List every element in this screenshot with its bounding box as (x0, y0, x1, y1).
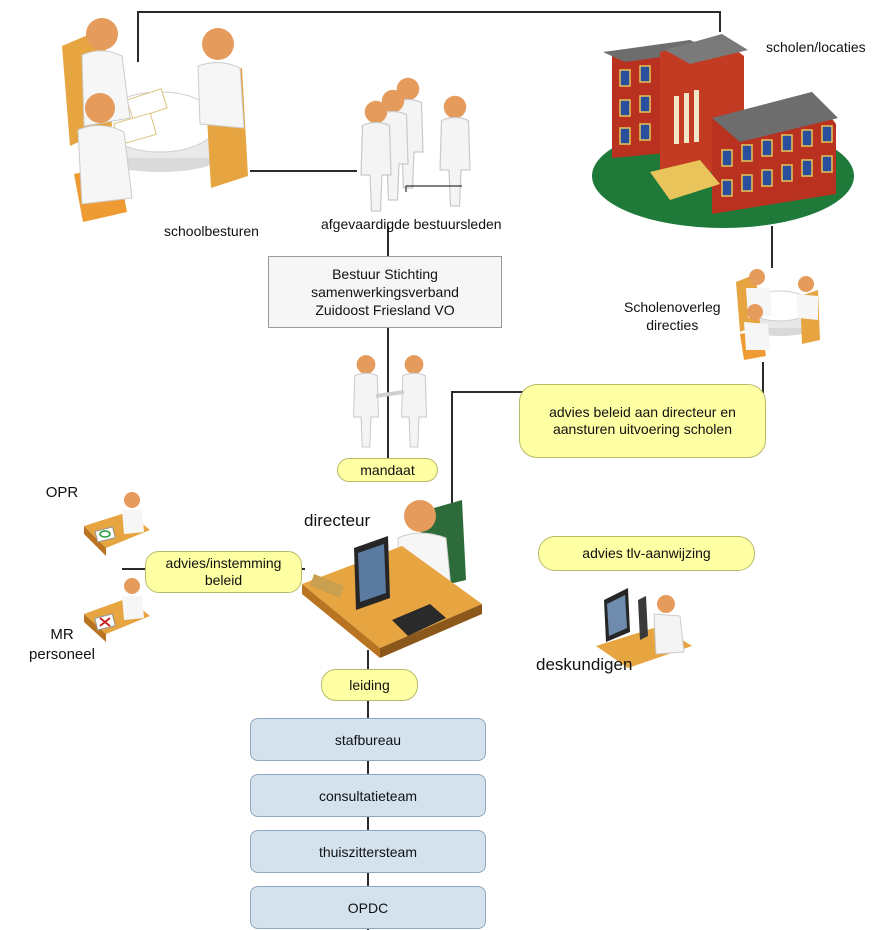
advies-instemming-callout: advies/instemming beleid (145, 551, 302, 593)
leiding-callout: leiding (321, 669, 418, 701)
afgevaardigden-label: afgevaardigde bestuursleden (321, 216, 502, 232)
scholenoverleg-label: Scholenoverleg directies (624, 298, 721, 334)
advies-beleid-line-2: aansturen uitvoering scholen (552, 421, 732, 437)
scholenoverleg-line-2: directies (646, 317, 699, 333)
advies-instemming-line-2: beleid (204, 572, 243, 588)
unit-stafbureau: stafbureau (250, 718, 486, 761)
advies-tlv-callout: advies tlv-aanwijzing (538, 536, 755, 571)
approve-desk-icon (84, 492, 150, 556)
advies-instemming-line-1: advies/instemming (165, 555, 282, 571)
school-building-icon (592, 34, 854, 228)
reject-desk-icon (84, 578, 150, 642)
group-of-people-icon (360, 77, 471, 212)
opr-label: OPR (45, 484, 79, 501)
scholenoverleg-line-1: Scholenoverleg (624, 299, 721, 315)
unit-thuiszittersteam: thuiszittersteam (250, 830, 486, 873)
board-line-3: Zuidoost Friesland VO (315, 302, 455, 318)
unit-opdc: OPDC (250, 886, 486, 929)
schoolbesturen-label: schoolbesturen (164, 223, 259, 239)
mr-line-1: MR (50, 626, 74, 643)
advies-beleid-callout: advies beleid aan directeur en aansturen… (519, 384, 766, 458)
director-at-desk-icon (302, 500, 482, 658)
small-meeting-icon (736, 269, 820, 360)
mr-label: MR personeel (22, 625, 102, 665)
board-line-2: samenwerkingsverband (311, 284, 459, 300)
meeting-table-icon (62, 18, 248, 222)
directeur-label: directeur (304, 511, 371, 530)
scholen-label: scholen/locaties (766, 39, 866, 55)
lab-expert-icon (596, 588, 692, 668)
advies-beleid-line-1: advies beleid aan directeur en (549, 404, 736, 420)
deskundigen-label: deskundigen (536, 655, 633, 674)
board-box: Bestuur Stichting samenwerkingsverband Z… (268, 256, 502, 328)
board-line-1: Bestuur Stichting (332, 266, 438, 282)
unit-consultatieteam: consultatieteam (250, 774, 486, 817)
mandaat-callout: mandaat (337, 458, 438, 482)
handshake-icon (353, 354, 427, 448)
mr-line-2: personeel (29, 646, 95, 663)
